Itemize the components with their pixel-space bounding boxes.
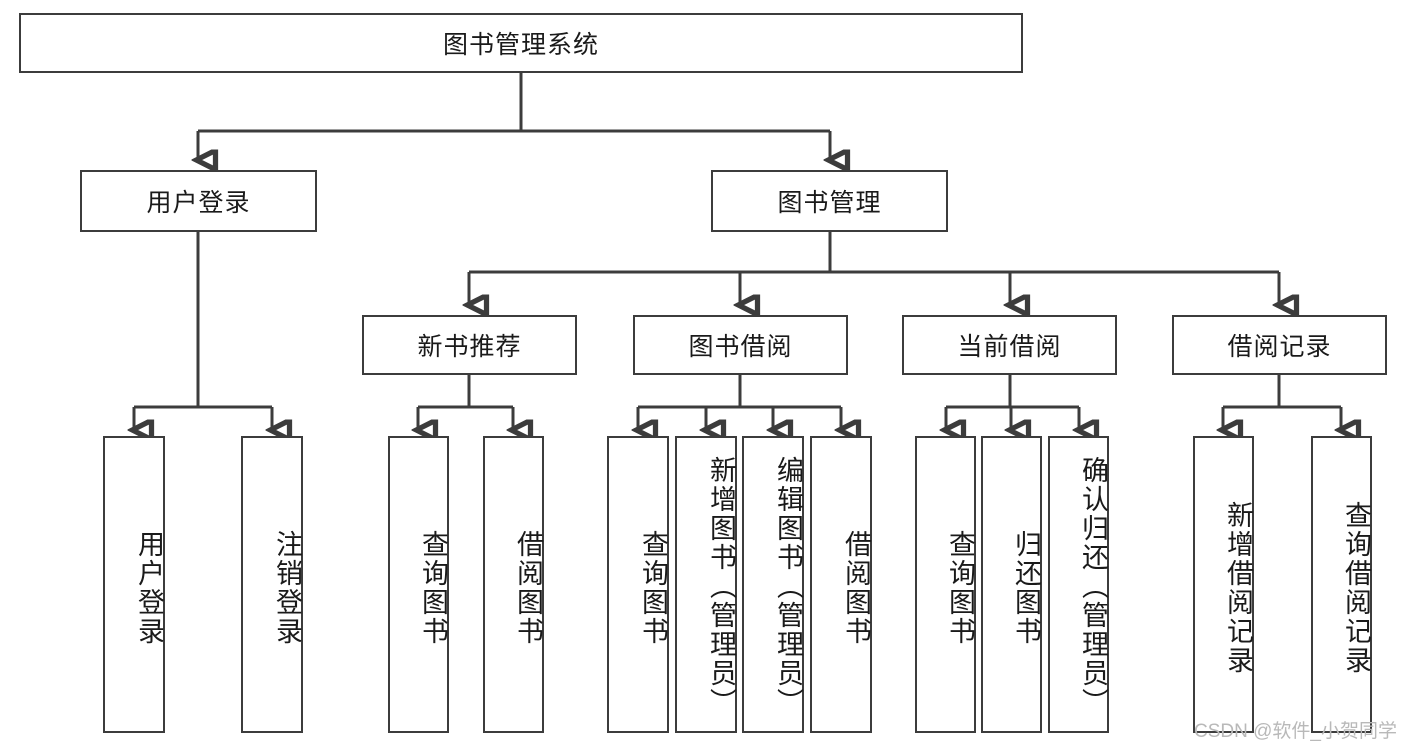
node-label: 借阅图书 <box>841 529 871 646</box>
leaf-borrow-edit-book-admin[interactable]: 编辑图书（管理员） <box>742 436 804 733</box>
node-label: 用户登录 <box>146 189 251 217</box>
leaf-borrow-query-book[interactable]: 查询图书 <box>607 436 669 733</box>
leaf-current-return-book[interactable]: 归还图书 <box>981 436 1042 733</box>
node-new-book-recommend[interactable]: 新书推荐 <box>362 315 577 375</box>
node-label: 查询图书 <box>638 529 668 646</box>
node-label: 查询借阅记录 <box>1341 500 1371 675</box>
leaf-current-confirm-return-admin[interactable]: 确认归还（管理员） <box>1048 436 1109 733</box>
leaf-current-query-book[interactable]: 查询图书 <box>915 436 976 733</box>
node-label: 图书借阅 <box>688 333 793 361</box>
node-label: 借阅记录 <box>1227 333 1332 361</box>
node-label: 图书管理系统 <box>442 31 599 59</box>
node-label: 借阅图书 <box>513 529 543 646</box>
leaf-borrow-add-book-admin[interactable]: 新增图书（管理员） <box>675 436 737 733</box>
node-label: 当前借阅 <box>957 333 1062 361</box>
node-current-borrow[interactable]: 当前借阅 <box>902 315 1117 375</box>
node-label: 新增借阅记录 <box>1223 500 1253 675</box>
leaf-borrow-borrow-book[interactable]: 借阅图书 <box>810 436 872 733</box>
node-label: 新增图书（管理员） <box>706 456 736 717</box>
watermark-text: CSDN @软件_小贺同学 <box>1194 721 1397 742</box>
node-label: 归还图书 <box>1011 529 1041 646</box>
node-label: 编辑图书（管理员） <box>773 456 803 717</box>
leaf-record-query-record[interactable]: 查询借阅记录 <box>1311 436 1372 733</box>
node-label: 查询图书 <box>945 529 975 646</box>
node-label: 图书管理 <box>777 189 882 217</box>
node-label: 注销登录 <box>272 529 302 646</box>
node-book-borrow[interactable]: 图书借阅 <box>633 315 848 375</box>
leaf-user-login-signout[interactable]: 注销登录 <box>241 436 303 733</box>
node-label: 查询图书 <box>418 529 448 646</box>
node-label: 新书推荐 <box>417 333 522 361</box>
node-borrow-record[interactable]: 借阅记录 <box>1172 315 1387 375</box>
leaf-recommend-borrow-book[interactable]: 借阅图书 <box>483 436 544 733</box>
leaf-recommend-query-book[interactable]: 查询图书 <box>388 436 449 733</box>
node-root-system[interactable]: 图书管理系统 <box>19 13 1023 73</box>
node-user-login[interactable]: 用户登录 <box>80 170 317 232</box>
node-label: 确认归还（管理员） <box>1078 456 1108 717</box>
node-label: 用户登录 <box>134 529 164 646</box>
leaf-user-login-signin[interactable]: 用户登录 <box>103 436 165 733</box>
node-book-management[interactable]: 图书管理 <box>711 170 948 232</box>
leaf-record-add-record[interactable]: 新增借阅记录 <box>1193 436 1254 733</box>
